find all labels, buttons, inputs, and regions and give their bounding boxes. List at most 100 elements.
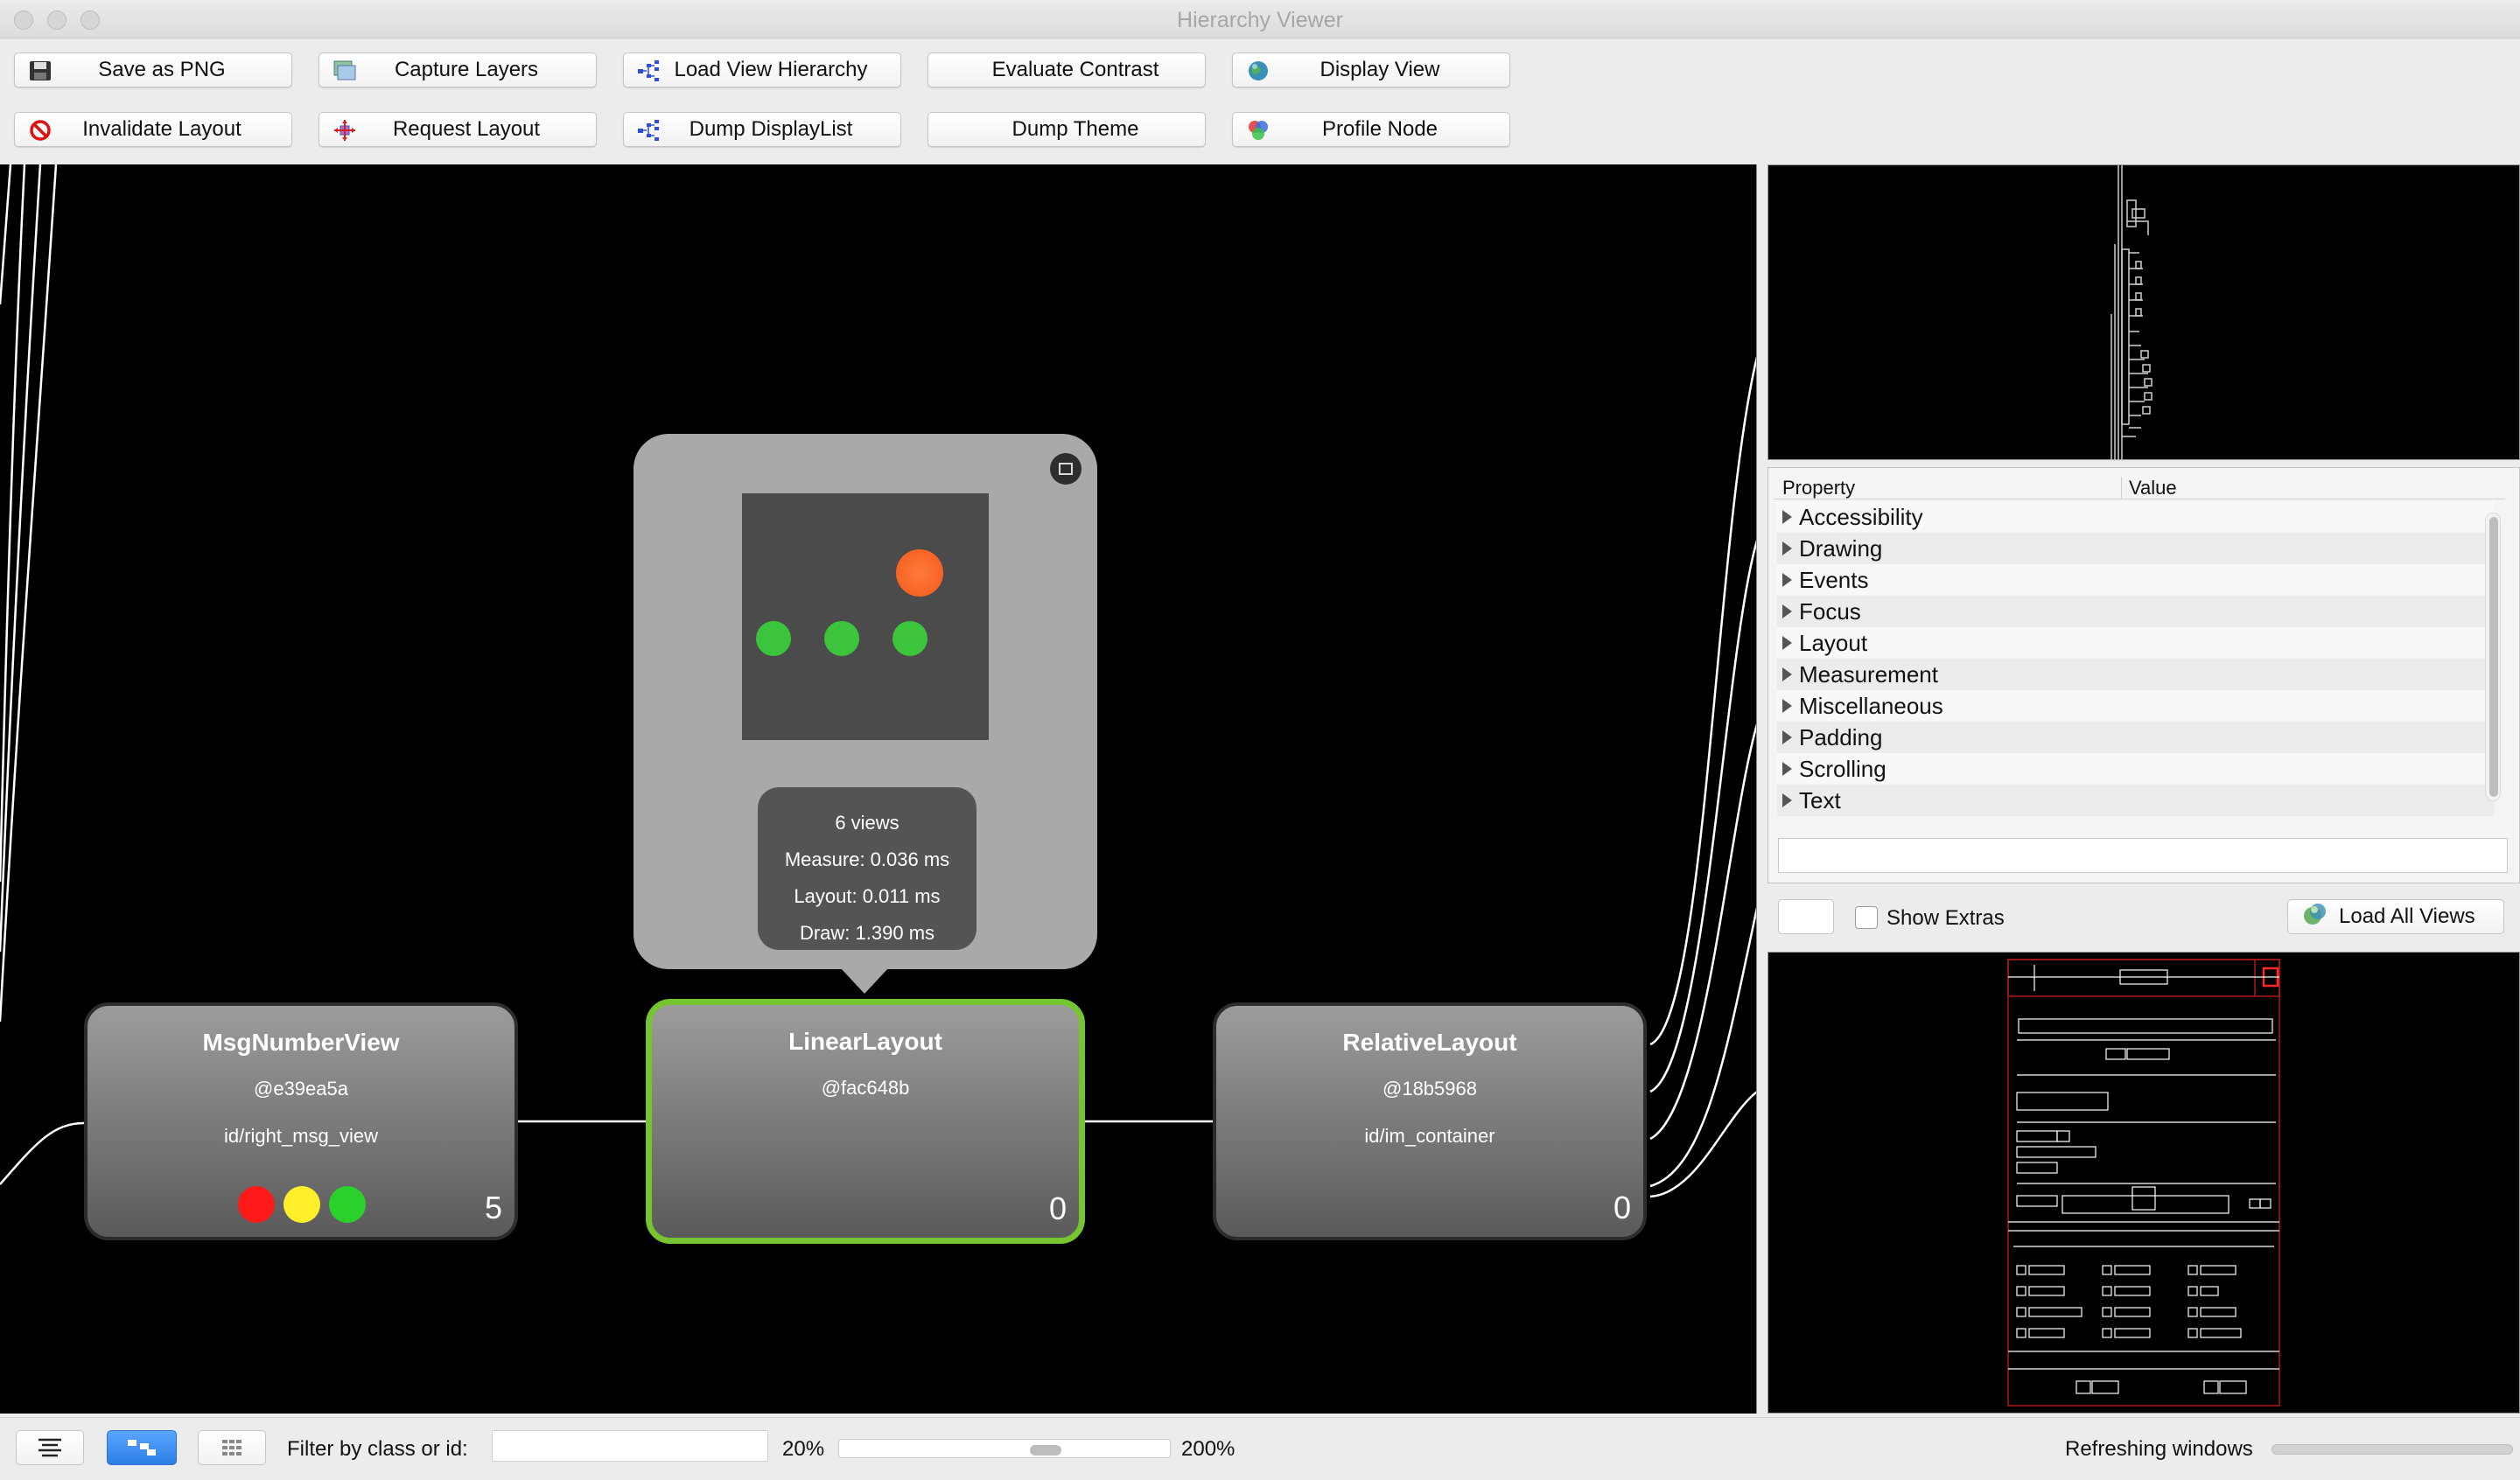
property-panel: Property Value Accessibility Drawing Eve… xyxy=(1768,467,2520,883)
tree-node-relativelayout[interactable]: RelativeLayout @18b5968 id/im_container … xyxy=(1213,1002,1647,1240)
property-group-layout[interactable]: Layout xyxy=(1777,627,2495,659)
node-id: id/im_container xyxy=(1364,1125,1495,1147)
node-hash: @e39ea5a xyxy=(254,1078,348,1100)
disclosure-triangle-icon[interactable] xyxy=(1782,667,1792,681)
property-group-accessibility[interactable]: Accessibility xyxy=(1777,501,2495,533)
measure-time: Measure: 0.036 ms xyxy=(784,848,950,870)
property-filter-input[interactable] xyxy=(1778,838,2508,873)
scrollbar-thumb[interactable] xyxy=(2489,517,2498,797)
tree-node-linearlayout[interactable]: LinearLayout @fac648b 0 xyxy=(646,999,1085,1244)
evaluate-contrast-button[interactable]: Evaluate Contrast xyxy=(928,52,1206,87)
tree-node-msgnumberview[interactable]: MsgNumberView @e39ea5a id/right_msg_view… xyxy=(84,1002,518,1240)
property-group-events[interactable]: Events xyxy=(1777,564,2495,596)
disclosure-triangle-icon[interactable] xyxy=(1782,762,1792,776)
extras-row: Show Extras Load All Views xyxy=(1768,894,2520,939)
disclosure-triangle-icon[interactable] xyxy=(1782,699,1792,713)
disclosure-triangle-icon[interactable] xyxy=(1782,573,1792,587)
button-label: Invalidate Layout xyxy=(82,117,242,141)
title-bar: Hierarchy Viewer xyxy=(0,0,2520,38)
dump-theme-button[interactable]: Dump Theme xyxy=(928,112,1206,147)
zoom-slider[interactable] xyxy=(838,1439,1171,1458)
button-label: Dump Theme xyxy=(1012,117,1139,141)
node-class-name: LinearLayout xyxy=(788,1028,942,1055)
invalidate-layout-button[interactable]: Invalidate Layout xyxy=(14,112,292,147)
property-group-measurement[interactable]: Measurement xyxy=(1777,659,2495,690)
layers-icon xyxy=(333,60,356,81)
depth-field[interactable] xyxy=(1778,899,1834,934)
node-hash: @18b5968 xyxy=(1382,1078,1477,1100)
dump-displaylist-button[interactable]: Dump DisplayList xyxy=(623,112,901,147)
button-label: Save as PNG xyxy=(98,58,226,81)
property-group-scrolling[interactable]: Scrolling xyxy=(1777,753,2495,785)
request-layout-button[interactable]: Request Layout xyxy=(318,112,597,147)
preview-green-dot xyxy=(756,621,791,656)
load-view-hierarchy-button[interactable]: Load View Hierarchy xyxy=(623,52,901,87)
value-column-header[interactable]: Value xyxy=(2129,477,2177,499)
window-title: Hierarchy Viewer xyxy=(1177,8,1343,32)
layout-view-mode-button[interactable] xyxy=(107,1430,177,1465)
node-id: id/right_msg_view xyxy=(223,1125,379,1147)
zoom-window-button[interactable] xyxy=(80,10,100,30)
node-child-count: 0 xyxy=(1613,1190,1631,1225)
measure-indicator-red xyxy=(238,1186,275,1223)
node-child-count: 5 xyxy=(484,1190,502,1225)
layout-wireframe-panel[interactable] xyxy=(1768,952,2520,1414)
close-window-button[interactable] xyxy=(14,10,33,30)
tree-overview-panel[interactable] xyxy=(1768,164,2520,461)
minimize-window-button[interactable] xyxy=(47,10,66,30)
filter-input[interactable] xyxy=(492,1430,768,1462)
layout-indicator-yellow xyxy=(284,1186,320,1223)
view-count: 6 views xyxy=(835,812,900,834)
button-label: Evaluate Contrast xyxy=(991,58,1159,81)
property-column-header[interactable]: Property xyxy=(1774,477,2122,499)
move-icon xyxy=(333,120,356,141)
disclosure-triangle-icon[interactable] xyxy=(1782,604,1792,618)
draw-indicator-green xyxy=(329,1186,366,1223)
capture-layers-button[interactable]: Capture Layers xyxy=(318,52,597,87)
profile-node-button[interactable]: Profile Node xyxy=(1232,112,1510,147)
save-as-png-button[interactable]: Save as PNG xyxy=(14,52,292,87)
disclosure-triangle-icon[interactable] xyxy=(1782,541,1792,555)
property-group-padding[interactable]: Padding xyxy=(1777,722,2495,753)
tree-view-mode-button[interactable] xyxy=(16,1430,84,1465)
pixel-perfect-mode-button[interactable] xyxy=(198,1430,266,1465)
refresh-progress-bar xyxy=(2272,1444,2513,1455)
show-extras-checkbox[interactable] xyxy=(1855,906,1878,929)
property-group-text[interactable]: Text xyxy=(1777,785,2495,816)
refreshing-windows-label: Refreshing windows xyxy=(2065,1437,2253,1461)
draw-time: Draw: 1.390 ms xyxy=(799,922,935,944)
load-all-views-button[interactable]: Load All Views xyxy=(2287,899,2504,934)
zoom-slider-thumb[interactable] xyxy=(1029,1445,1061,1456)
hierarchy-icon xyxy=(638,60,661,81)
popup-expand-button[interactable] xyxy=(1050,453,1082,485)
tree-miniature xyxy=(2110,165,2152,461)
preview-green-dot xyxy=(892,621,928,656)
property-table-header: Property Value xyxy=(1774,477,2505,499)
property-group-drawing[interactable]: Drawing xyxy=(1777,533,2495,564)
hierarchy-icon xyxy=(638,120,661,141)
node-class-name: MsgNumberView xyxy=(202,1029,400,1056)
window-icon xyxy=(1059,463,1073,475)
preview-green-dot xyxy=(824,621,859,656)
zoom-min-label: 20% xyxy=(782,1437,825,1461)
property-scrollbar[interactable] xyxy=(2485,513,2501,801)
display-view-button[interactable]: Display View xyxy=(1232,52,1510,87)
disclosure-triangle-icon[interactable] xyxy=(1782,730,1792,744)
show-extras-label: Show Extras xyxy=(1886,906,2005,930)
connector-lines xyxy=(0,164,1756,1198)
button-label: Load All Views xyxy=(2339,904,2475,928)
view-preview-thumbnail xyxy=(742,493,989,740)
disclosure-triangle-icon[interactable] xyxy=(1782,793,1792,807)
disclosure-triangle-icon[interactable] xyxy=(1782,636,1792,650)
property-group-focus[interactable]: Focus xyxy=(1777,596,2495,627)
node-child-count: 0 xyxy=(1048,1190,1067,1226)
disclosure-triangle-icon[interactable] xyxy=(1782,510,1792,524)
zoom-max-label: 200% xyxy=(1181,1437,1236,1461)
filter-label: Filter by class or id: xyxy=(287,1437,468,1461)
property-group-miscellaneous[interactable]: Miscellaneous xyxy=(1777,690,2495,722)
node-detail-popup: 6 views Measure: 0.036 ms Layout: 0.011 … xyxy=(634,434,1097,969)
layout-icon xyxy=(128,1440,156,1456)
grid-icon xyxy=(222,1440,242,1456)
globe-icon xyxy=(1247,60,1270,81)
layout-time: Layout: 0.011 ms xyxy=(794,885,941,907)
